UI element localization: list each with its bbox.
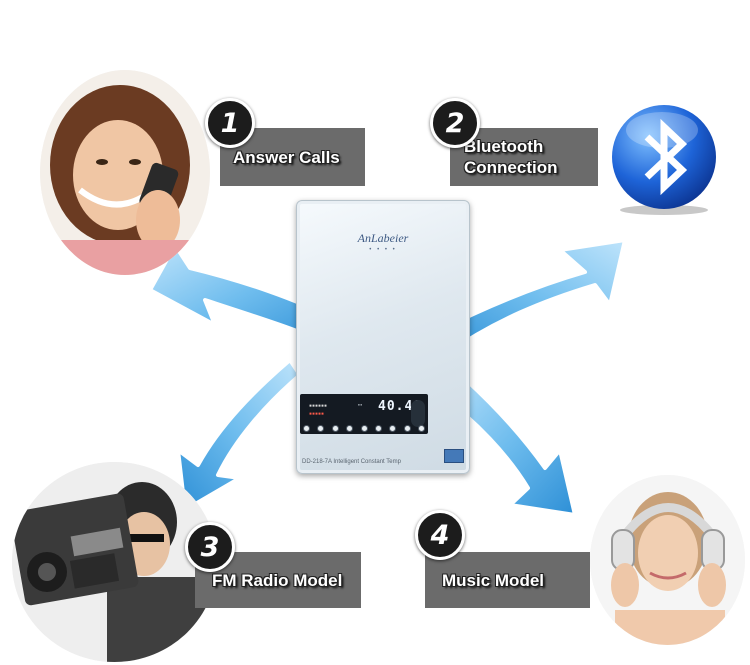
panel-button	[403, 425, 411, 432]
headphones-photo	[590, 475, 745, 645]
feature-label: Answer Calls	[220, 128, 365, 186]
brand-logo: AnLabeier	[357, 231, 409, 245]
temperature-display: 40.40	[378, 399, 423, 414]
panel-button	[360, 425, 368, 432]
feature-label: Bluetooth Connection	[450, 128, 598, 186]
control-knob	[411, 400, 425, 427]
feature-number-badge: 3	[185, 522, 235, 572]
panel-button	[374, 425, 382, 432]
arrow-upper-right	[438, 238, 627, 357]
panel-button	[418, 425, 425, 432]
feature-label-line1: Bluetooth	[464, 137, 544, 156]
bluetooth-icon	[612, 105, 716, 215]
panel-mode-indicator: ▪▪▪	[358, 402, 363, 407]
panel-button	[389, 425, 397, 432]
feature-number-badge: 4	[415, 510, 465, 560]
energy-badge	[444, 449, 464, 463]
radio-photo	[12, 462, 217, 662]
panel-buttons	[303, 425, 425, 432]
panel-button	[331, 425, 339, 432]
feature-number-badge: 2	[430, 98, 480, 148]
feature-label-line2: Connection	[464, 158, 558, 177]
water-heater-device: AnLabeier • • • • ▪▪▪▪▪▪ ▪▪▪▪▪ ▪▪▪ 40.40…	[296, 200, 470, 474]
panel-indicator-top: ▪▪▪▪▪▪	[309, 403, 328, 409]
feature-number-badge: 1	[205, 98, 255, 148]
arrow-lower-left	[176, 358, 302, 512]
brand-subtitle: • • • •	[369, 247, 397, 253]
panel-button	[346, 425, 354, 432]
phone-call-photo	[40, 70, 210, 275]
panel-button	[317, 425, 325, 432]
panel-button	[303, 425, 310, 432]
panel-indicator-bottom: ▪▪▪▪▪	[309, 411, 325, 417]
model-text: DD-218-7A Intelligent Constant Temp	[302, 459, 401, 465]
feature-label: Music Model	[425, 552, 590, 608]
